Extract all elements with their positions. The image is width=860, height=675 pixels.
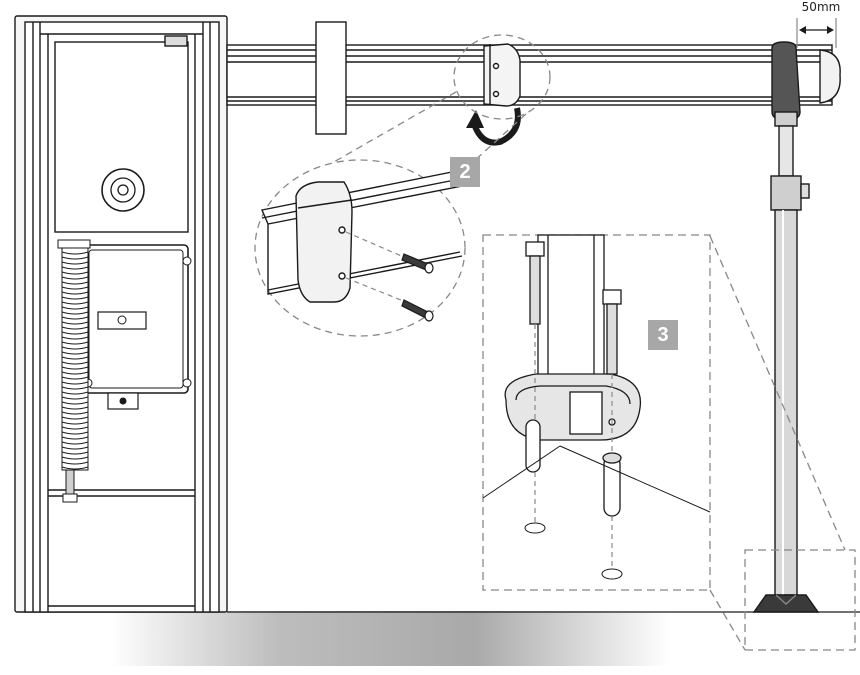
spring-coil (61, 261, 89, 265)
spring-coil (61, 411, 89, 415)
spring-coil (61, 391, 89, 395)
spring-coil (61, 436, 89, 440)
spring-coil (61, 276, 89, 280)
control-box (83, 244, 192, 410)
spring-coil (61, 256, 89, 260)
spring-coil (61, 426, 89, 430)
detail-circle-top (453, 34, 551, 120)
spring-coil (61, 286, 89, 290)
spring-coil (61, 346, 89, 350)
spring-coil (61, 281, 89, 285)
spring-coil (61, 466, 89, 470)
spring-coil (61, 356, 89, 360)
spring-coil (61, 381, 89, 385)
spring-coil (61, 366, 89, 370)
spring-coil (61, 396, 89, 400)
spring-coil (61, 376, 89, 380)
ground-shadow (110, 611, 670, 666)
spring-coil (61, 306, 89, 310)
step-3-callout: 3 (648, 320, 678, 350)
balancing-spring (57, 239, 91, 503)
spring-coil (61, 441, 89, 445)
spring-coil (61, 296, 89, 300)
spring-coil (61, 301, 89, 305)
spring-coil (61, 386, 89, 390)
spring-coil (61, 311, 89, 315)
step-2-callout: 2 (450, 157, 480, 187)
detail-cover-screws (254, 159, 466, 337)
spring-coil (61, 321, 89, 325)
spring-coil (61, 416, 89, 420)
spring-coil (61, 316, 89, 320)
spring-coil (61, 361, 89, 365)
spring-coil (61, 451, 89, 455)
rotation-arrow (466, 107, 521, 146)
spring-coil (61, 431, 89, 435)
spring-coil (61, 401, 89, 405)
spring-coil (61, 331, 89, 335)
spring-coil (61, 461, 89, 465)
spring-coil (61, 371, 89, 375)
motor-pulley (101, 168, 145, 212)
spring-coil (61, 266, 89, 270)
offset-dimension (796, 18, 837, 48)
spring-coil (61, 421, 89, 425)
detail-base-anchor (482, 234, 711, 591)
offset-dimension-label: 50mm (801, 0, 841, 14)
spring-coil (61, 291, 89, 295)
spring-coil (61, 446, 89, 450)
spring-coil (61, 336, 89, 340)
spring-coil (61, 456, 89, 460)
spring-coil (61, 251, 89, 255)
joint-cover (483, 43, 521, 107)
base-detail-frame (744, 549, 856, 651)
boom-arm (226, 21, 841, 135)
spring-coil (61, 351, 89, 355)
spring-coil (61, 326, 89, 330)
spring-coil (61, 341, 89, 345)
spring-coil (61, 406, 89, 410)
spring-coil (61, 271, 89, 275)
support-post (752, 41, 820, 613)
